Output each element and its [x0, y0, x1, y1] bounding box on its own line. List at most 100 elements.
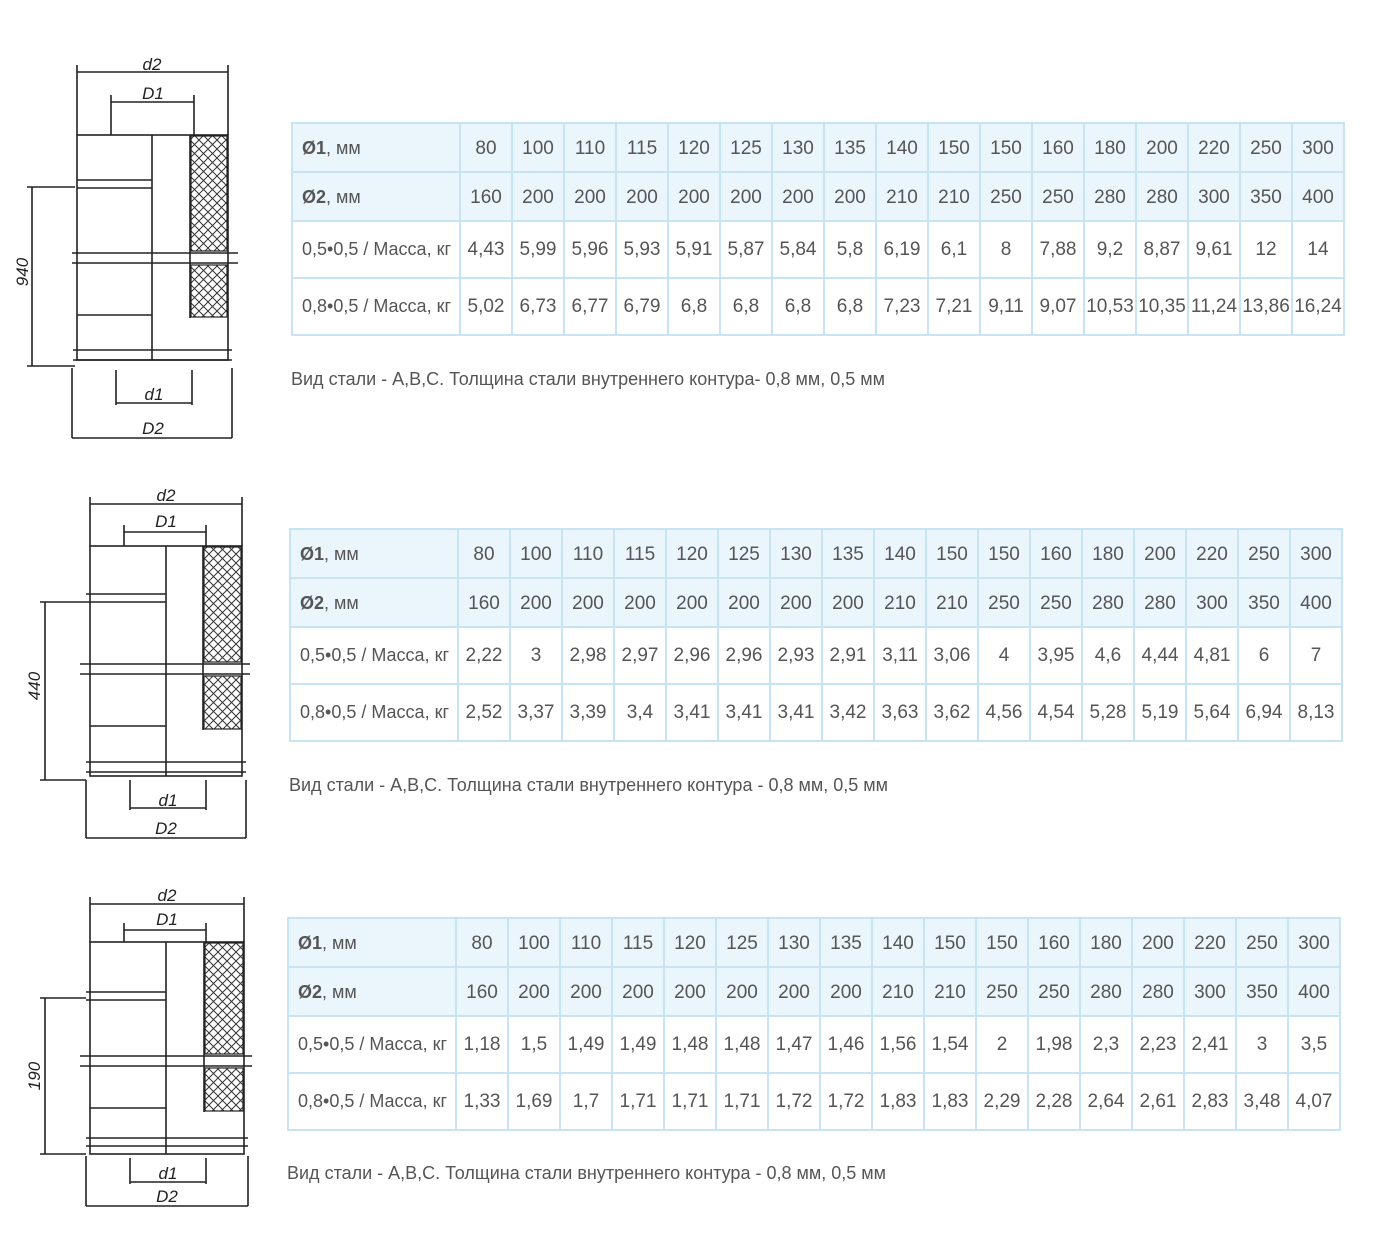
cell: 2,29 [975, 1072, 1029, 1131]
cell: 110 [559, 917, 613, 968]
cell: 1,49 [559, 1015, 613, 1074]
cell: 9,61 [1187, 220, 1241, 279]
cell: 150 [975, 917, 1029, 968]
cell: 1,48 [715, 1015, 769, 1074]
cell: 120 [663, 917, 717, 968]
cell: 3,06 [925, 626, 979, 685]
cell: 1,7 [559, 1072, 613, 1131]
cell: 2 [975, 1015, 1029, 1074]
cell: 3 [509, 626, 563, 685]
cell: 12 [1239, 220, 1293, 279]
cell: 6,8 [719, 277, 773, 336]
cell: 100 [507, 917, 561, 968]
cell: 8,87 [1135, 220, 1189, 279]
cell: 100 [509, 528, 563, 579]
cell: 200 [563, 171, 617, 222]
cell: 200 [561, 577, 615, 628]
cell: 5,91 [667, 220, 721, 279]
cell: 250 [1029, 577, 1083, 628]
cell: 350 [1235, 966, 1289, 1017]
label-D2: D2 [142, 419, 164, 438]
cell: 3,37 [509, 683, 563, 742]
cell: 6,19 [875, 220, 929, 279]
cell: 5,99 [511, 220, 565, 279]
cell: 200 [1131, 917, 1185, 968]
cell: 200 [719, 171, 773, 222]
cell: 1,83 [923, 1072, 977, 1131]
cell: 4,6 [1081, 626, 1135, 685]
cell: 7 [1289, 626, 1343, 685]
cell: 140 [875, 122, 929, 173]
cell: 8,13 [1289, 683, 1343, 742]
cell: 4 [977, 626, 1031, 685]
cell: 350 [1237, 577, 1291, 628]
cell: 3,95 [1029, 626, 1083, 685]
pipe-drawing-svg: d2 D1 d1 D2 440 [25, 486, 250, 839]
cell: 2,91 [821, 626, 875, 685]
cell: 200 [717, 577, 771, 628]
cell: 6,94 [1237, 683, 1291, 742]
steel-note: Вид стали - А,В,С. Толщина стали внутрен… [289, 775, 889, 795]
cell: 4,54 [1029, 683, 1083, 742]
cell: 1,56 [871, 1015, 925, 1074]
cell: 2,61 [1131, 1072, 1185, 1131]
cell: 1,46 [819, 1015, 873, 1074]
cell: 125 [717, 528, 771, 579]
cell: 2,3 [1079, 1015, 1133, 1074]
cell: 130 [767, 917, 821, 968]
mass-05-label: 0,5•0,5 / Масса, кг [289, 626, 459, 685]
cell: 300 [1289, 528, 1343, 579]
cell: 3,62 [925, 683, 979, 742]
cell: 200 [1133, 528, 1187, 579]
cell: 2,28 [1027, 1072, 1081, 1131]
cell: 2,23 [1131, 1015, 1185, 1074]
cell: 3,41 [717, 683, 771, 742]
cell: 200 [667, 171, 721, 222]
cell: 150 [923, 917, 977, 968]
cell: 1,69 [507, 1072, 561, 1131]
d2-label: Ø2, мм [287, 966, 457, 1017]
cell: 200 [715, 966, 769, 1017]
label-d2: d2 [157, 486, 176, 505]
cell: 180 [1079, 917, 1133, 968]
cell: 200 [511, 171, 565, 222]
mass-08-label: 0,8•0,5 / Масса, кг [291, 277, 461, 336]
cell: 350 [1239, 171, 1293, 222]
cell: 9,11 [979, 277, 1033, 336]
cell: 6,73 [511, 277, 565, 336]
cell: 250 [1031, 171, 1085, 222]
cell: 300 [1183, 966, 1237, 1017]
cell: 10,35 [1135, 277, 1189, 336]
cell: 160 [1031, 122, 1085, 173]
cell: 200 [665, 577, 719, 628]
cell: 150 [927, 122, 981, 173]
cell: 3,11 [873, 626, 927, 685]
cell: 6,77 [563, 277, 617, 336]
cell: 1,72 [767, 1072, 821, 1131]
cell: 1,18 [455, 1015, 509, 1074]
cell: 115 [615, 122, 669, 173]
cell: 2,93 [769, 626, 823, 685]
cell: 11,24 [1187, 277, 1241, 336]
cell: 160 [455, 966, 509, 1017]
cell: 5,96 [563, 220, 617, 279]
cell: 135 [819, 917, 873, 968]
pipe-drawing-svg: d2 D1 d1 D2 190 [25, 886, 252, 1207]
cell: 4,56 [977, 683, 1031, 742]
cell: 7,23 [875, 277, 929, 336]
cell: 280 [1081, 577, 1135, 628]
cell: 3,48 [1235, 1072, 1289, 1131]
mass-08-label: 0,8•0,5 / Масса, кг [287, 1072, 457, 1131]
cell: 1,71 [611, 1072, 665, 1131]
cell: 2,98 [561, 626, 615, 685]
mass-05-label: 0,5•0,5 / Масса, кг [291, 220, 461, 279]
cell: 8 [979, 220, 1033, 279]
cell: 13,86 [1239, 277, 1293, 336]
